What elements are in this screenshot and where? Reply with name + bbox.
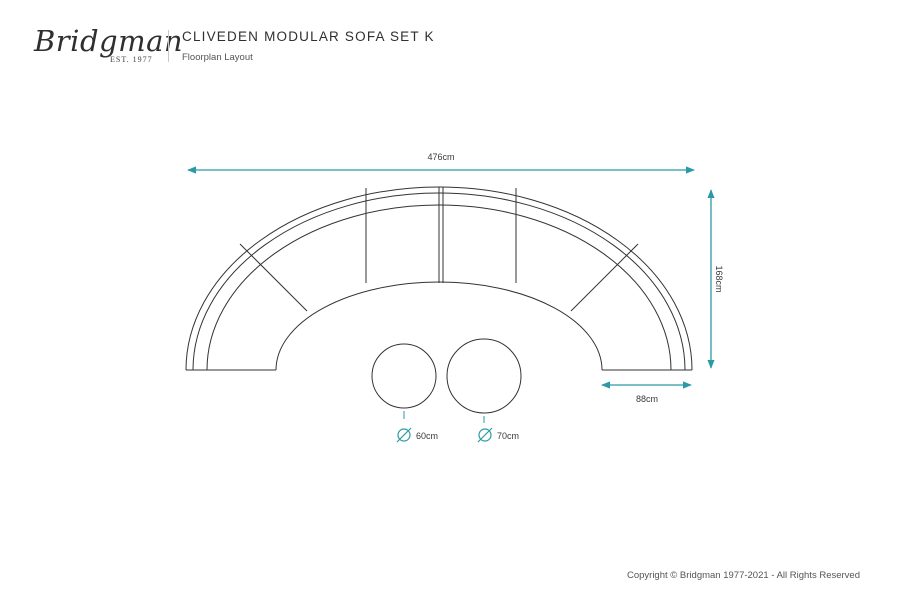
header-divider <box>168 30 169 62</box>
module-divider <box>570 243 639 312</box>
coffee-table-large <box>446 338 522 414</box>
table-large-label: 70cm <box>497 431 519 441</box>
coffee-table-small <box>371 343 437 409</box>
copyright-text: Copyright © Bridgman 1977-2021 - All Rig… <box>626 570 860 581</box>
depth-label: 168cm <box>714 265 724 292</box>
sofa-seat-front <box>275 281 603 371</box>
page-title: CLIVEDEN MODULAR SOFA SET K <box>182 29 435 44</box>
table-small-label: 60cm <box>416 431 438 441</box>
width-label: 476cm <box>427 152 454 162</box>
sofa-outline <box>185 186 693 371</box>
diameter-icon <box>396 427 412 443</box>
logo-wordmark: Bridgman <box>34 24 184 58</box>
page-subtitle: Floorplan Layout <box>182 52 253 63</box>
diameter-icon <box>477 427 493 443</box>
seat-depth-label: 88cm <box>636 394 658 404</box>
logo-est: EST. 1977 <box>110 55 153 64</box>
bridgman-logo: Bridgman EST. 1977 <box>34 24 184 64</box>
module-divider <box>239 243 308 312</box>
